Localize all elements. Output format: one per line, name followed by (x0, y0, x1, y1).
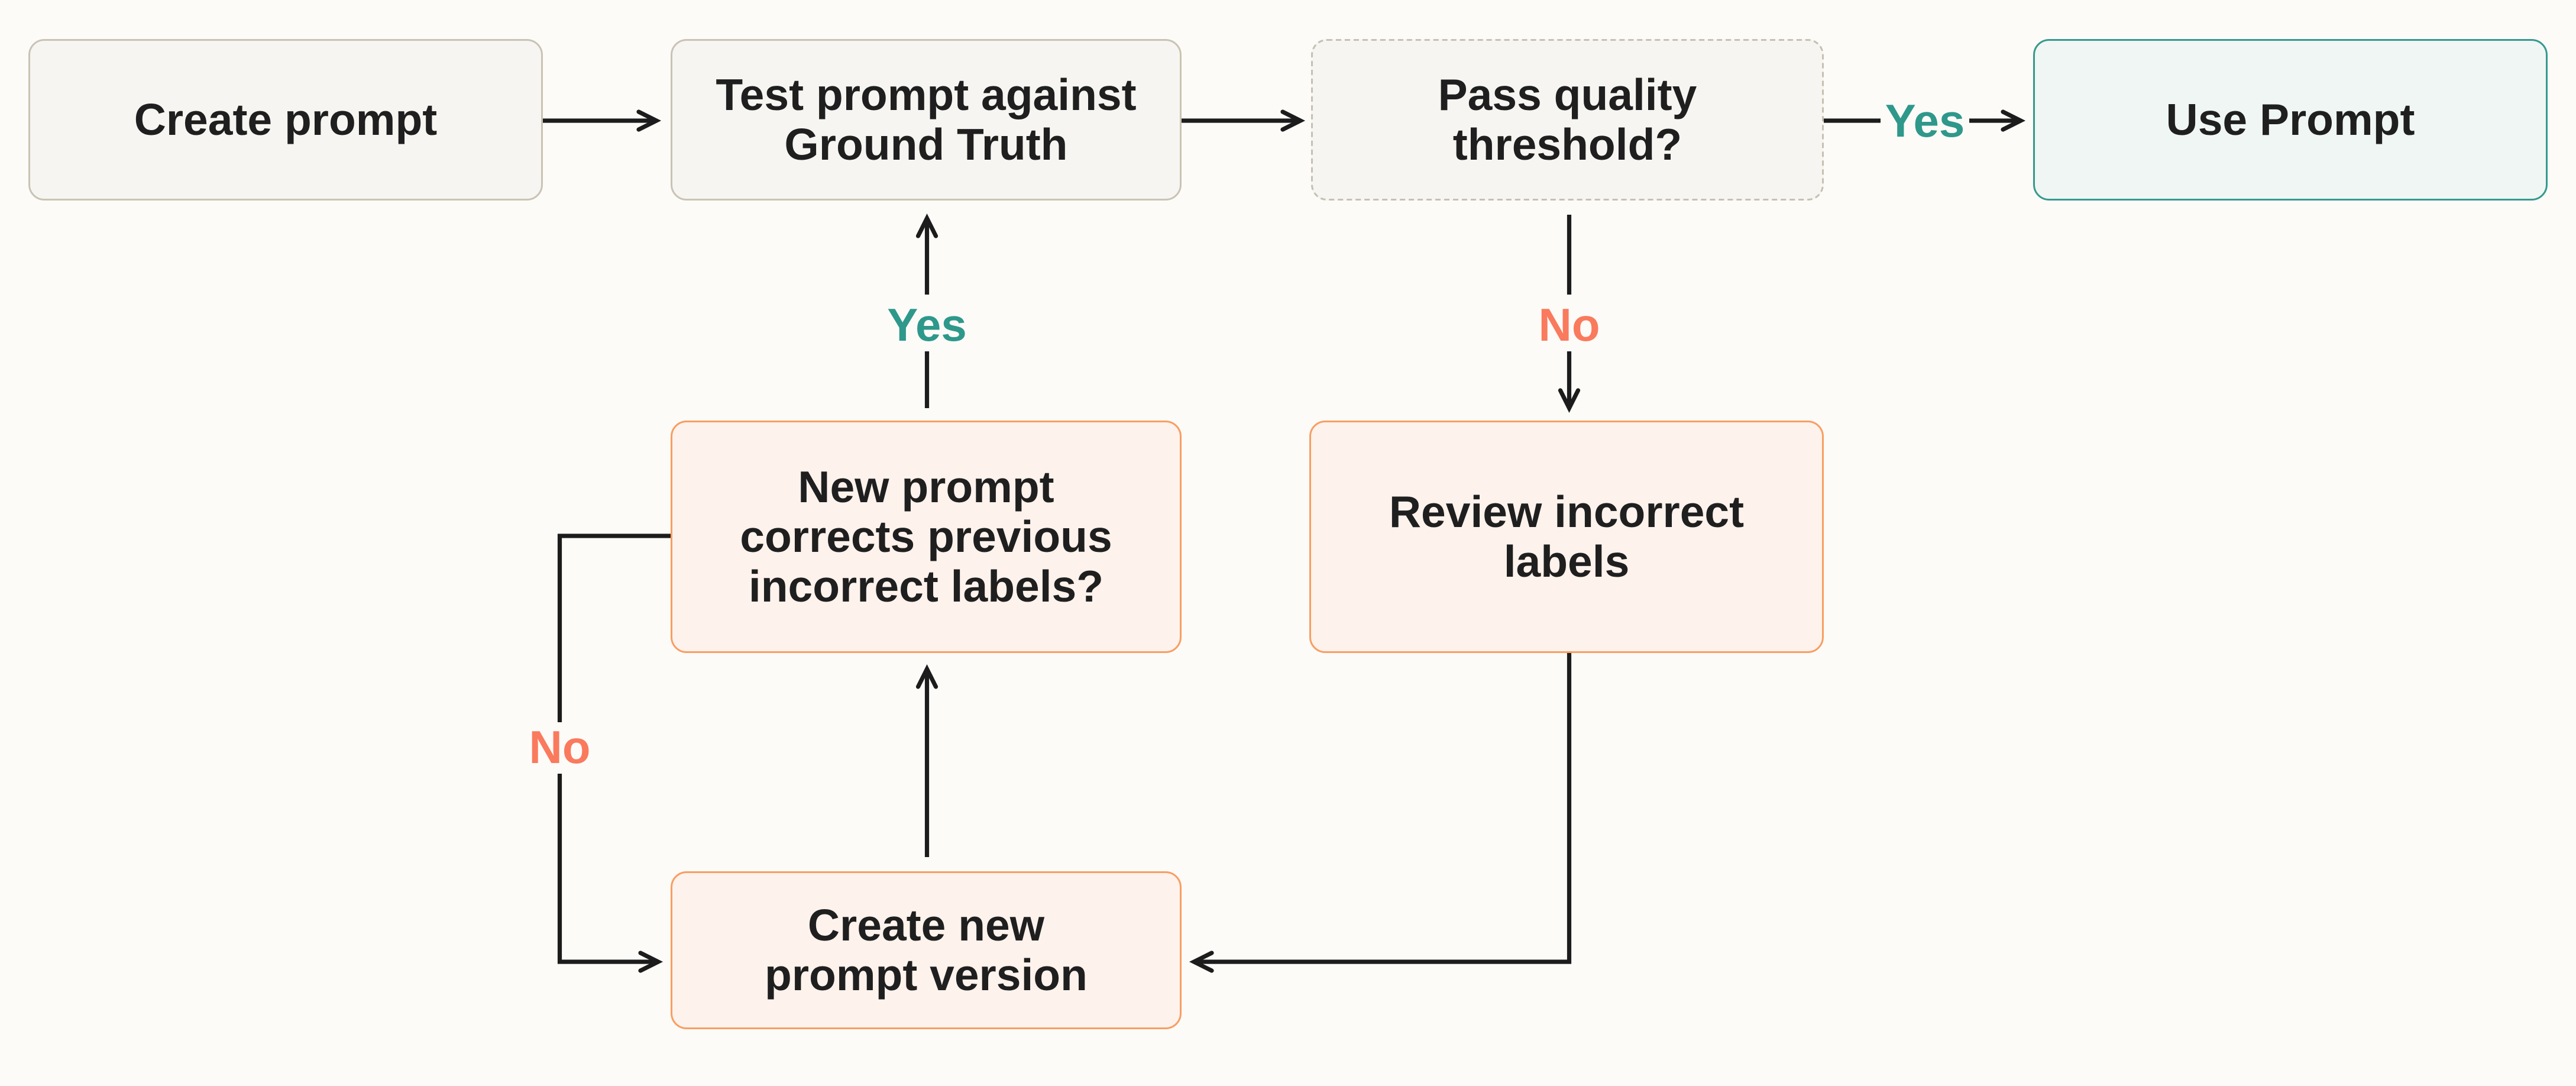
edge-label-yes-corrects: Yes (887, 298, 967, 351)
node-pass-threshold: Pass quality threshold? (1311, 39, 1824, 201)
edge-no-loop-lower (557, 774, 664, 973)
node-use-prompt: Use Prompt (2033, 39, 2548, 201)
node-create-prompt-label: Create prompt (134, 95, 438, 145)
node-create-new-version: Create new prompt version (671, 871, 1182, 1029)
node-create-new-version-label: Create new prompt version (765, 900, 1088, 1000)
node-review-labels-label: Review incorrect labels (1389, 487, 1745, 587)
edge-no-loop-upper (557, 534, 671, 722)
node-use-prompt-label: Use Prompt (2166, 95, 2415, 145)
edge-label-no-loop: No (529, 720, 591, 774)
node-test-prompt-label: Test prompt against Ground Truth (716, 70, 1137, 170)
node-create-prompt: Create prompt (28, 39, 543, 201)
node-new-prompt-corrects: New prompt corrects previous incorrect l… (671, 421, 1182, 653)
edge-label-yes-use-prompt: Yes (1885, 94, 1965, 147)
node-test-prompt: Test prompt against Ground Truth (671, 39, 1182, 201)
node-pass-threshold-label: Pass quality threshold? (1438, 70, 1697, 170)
edge-review-to-createnew (1189, 653, 1572, 973)
node-review-labels: Review incorrect labels (1309, 421, 1824, 653)
node-new-prompt-corrects-label: New prompt corrects previous incorrect l… (740, 462, 1112, 612)
edge-label-no-threshold: No (1538, 298, 1600, 351)
